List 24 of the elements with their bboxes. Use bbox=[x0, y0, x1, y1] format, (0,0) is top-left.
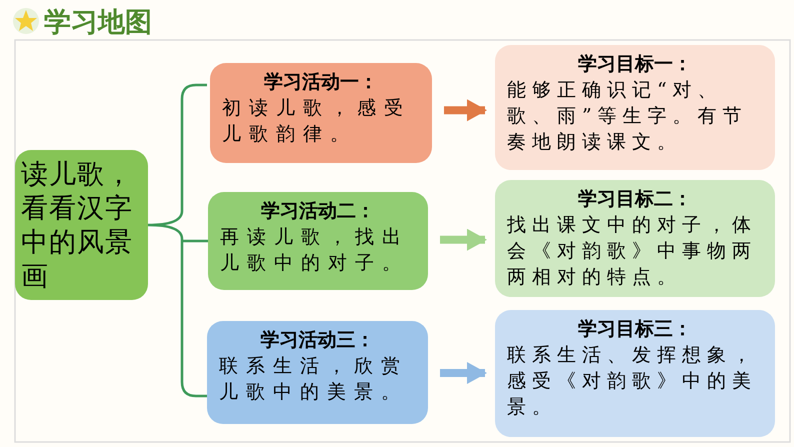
box-heading: 学习活动二： bbox=[260, 199, 376, 224]
box-heading: 学习活动一： bbox=[263, 70, 379, 95]
topic-box bbox=[15, 150, 148, 300]
activity-box bbox=[207, 321, 428, 424]
box-text: 找出课文中的对子，体会《对韵歌》中事物两两相对的特点。 bbox=[507, 213, 758, 290]
activity-box bbox=[210, 63, 432, 163]
goal-box bbox=[495, 45, 775, 170]
box-text: 初读儿歌，感受儿歌韵律。 bbox=[222, 96, 412, 147]
goal-box bbox=[495, 180, 775, 297]
box-heading: 学习目标一： bbox=[577, 52, 693, 77]
box-heading: 学习活动三： bbox=[260, 328, 376, 353]
arrow bbox=[440, 362, 487, 384]
box-text: 再读儿歌，找出儿歌中的对子。 bbox=[220, 225, 410, 276]
goal-box bbox=[495, 310, 775, 437]
box-heading: 学习目标三： bbox=[577, 317, 693, 342]
topic-text: 读儿歌，看看汉字中的风景画 bbox=[21, 158, 134, 294]
title: 学习地图 bbox=[44, 6, 152, 40]
arrow bbox=[444, 99, 487, 122]
box-text: 联系生活、发挥想象，感受《对韵歌》中的美景。 bbox=[507, 343, 758, 420]
box-heading: 学习目标二： bbox=[577, 187, 693, 212]
box-text: 能够正确识记“对、歌、雨”等生字。有节奏地朗读课文。 bbox=[507, 78, 749, 155]
box-text: 联系生活，欣赏儿歌中的美景。 bbox=[219, 354, 409, 405]
brace bbox=[146, 84, 210, 398]
activity-box bbox=[208, 192, 428, 290]
